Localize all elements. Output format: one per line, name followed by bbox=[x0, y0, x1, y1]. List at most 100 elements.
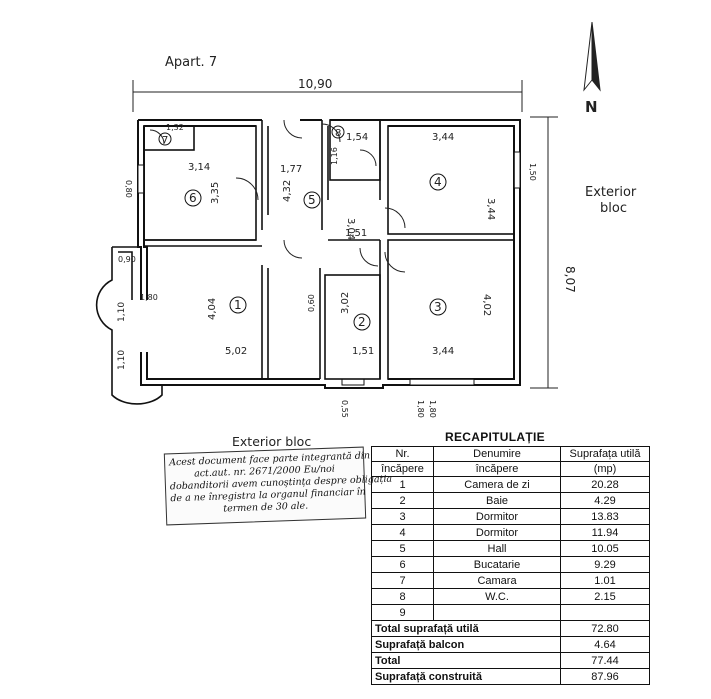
table-header-row: Nr. Denumire Suprafața utilă bbox=[371, 446, 650, 462]
interior-walls bbox=[143, 119, 515, 380]
dim-window-e: 1,80 bbox=[416, 400, 425, 418]
room-8-number: 8 bbox=[335, 128, 341, 139]
header-nr-2: încăpere bbox=[371, 461, 434, 477]
cell-nr: 4 bbox=[371, 524, 434, 541]
total-value: 87.96 bbox=[560, 668, 650, 685]
room-5-number: 5 bbox=[308, 193, 316, 207]
door-swings bbox=[149, 119, 406, 273]
room-4-number: 4 bbox=[434, 175, 442, 189]
dim-hall-height-2: 3,04 bbox=[345, 218, 356, 240]
total-width: 10,90 bbox=[298, 77, 332, 91]
header-area-2: (mp) bbox=[560, 461, 650, 477]
cell-nr: 6 bbox=[371, 556, 434, 573]
dim-r3-height: 4,02 bbox=[481, 294, 492, 316]
dim-window-b: 1,50 bbox=[528, 163, 537, 181]
exterior-right-label-1: Exterior bbox=[585, 185, 637, 200]
cell-nr: 2 bbox=[371, 492, 434, 509]
top-dimension bbox=[132, 80, 523, 112]
recap-table: Nr. Denumire Suprafața utilă încăpere în… bbox=[371, 446, 650, 685]
exterior-bottom-label: Exterior bloc bbox=[232, 434, 312, 449]
total-label: Total suprafață utilă bbox=[371, 620, 561, 637]
cell-nr: 7 bbox=[371, 572, 434, 589]
dim-balcony-a: 1,10 bbox=[117, 350, 127, 370]
total-value: 77.44 bbox=[560, 652, 650, 669]
header-nr: Nr. bbox=[371, 446, 434, 462]
apartment-label: Apart. 7 bbox=[165, 55, 217, 70]
room-6-number: 6 bbox=[189, 191, 197, 205]
cell-name: W.C. bbox=[433, 588, 561, 605]
total-label: Suprafață construită bbox=[371, 668, 561, 685]
north-arrow-icon bbox=[583, 21, 601, 92]
cell-area bbox=[560, 604, 650, 621]
cell-name bbox=[433, 604, 561, 621]
cell-area: 20.28 bbox=[560, 476, 650, 493]
cell-nr: 8 bbox=[371, 588, 434, 605]
dim-hall-width-2: 1,51 bbox=[345, 228, 367, 239]
cell-name: Camera de zi bbox=[433, 476, 561, 493]
header-area: Suprafața utilă bbox=[560, 446, 650, 462]
cell-area: 10.05 bbox=[560, 540, 650, 557]
dim-r3-width: 3,44 bbox=[432, 346, 454, 357]
cell-area: 4.29 bbox=[560, 492, 650, 509]
dim-hall-width: 1,77 bbox=[280, 164, 302, 175]
total-value: 72.80 bbox=[560, 620, 650, 637]
cell-nr: 3 bbox=[371, 508, 434, 525]
cell-name: Hall bbox=[433, 540, 561, 557]
dim-r4-width: 3,44 bbox=[432, 132, 454, 143]
cell-nr: 5 bbox=[371, 540, 434, 557]
outer-walls bbox=[137, 119, 521, 389]
dim-window-f: 1,80 bbox=[428, 400, 437, 418]
table-header-row: încăpere încăpere (mp) bbox=[371, 461, 650, 477]
room-7-number: 7 bbox=[162, 135, 168, 146]
table-row: 9 bbox=[371, 604, 650, 621]
total-label: Suprafață balcon bbox=[371, 636, 561, 653]
notary-stamp: Acest document face parte integrantă din… bbox=[163, 446, 392, 526]
dim-r2-width: 1,51 bbox=[352, 346, 374, 357]
room-3-number: 3 bbox=[434, 300, 442, 314]
dim-r1-width: 5,02 bbox=[225, 346, 247, 357]
dim-balcony-c: 1,80 bbox=[140, 293, 158, 302]
right-dimension bbox=[530, 116, 558, 389]
floor-plan: Apart. 7 10,90 8,07 N Exterior bloc bbox=[95, 21, 637, 418]
total-value: 4.64 bbox=[560, 636, 650, 653]
dim-hall-height: 4,32 bbox=[282, 180, 293, 202]
cell-area: 2.15 bbox=[560, 588, 650, 605]
north-label: N bbox=[585, 98, 598, 116]
balcony bbox=[95, 246, 163, 405]
dim-r8-width: 1,54 bbox=[346, 132, 368, 143]
room-1-number: 1 bbox=[234, 298, 242, 312]
dim-r7-width: 1,32 bbox=[166, 123, 184, 132]
recap-title: RECAPITULAȚIE bbox=[445, 430, 545, 444]
cell-area: 11.94 bbox=[560, 524, 650, 541]
cell-nr: 9 bbox=[371, 604, 434, 621]
cell-area: 13.83 bbox=[560, 508, 650, 525]
room-2-number: 2 bbox=[358, 315, 366, 329]
cell-name: Bucatarie bbox=[433, 556, 561, 573]
exterior-right-label-2: bloc bbox=[600, 201, 627, 216]
dim-window-d: 0,55 bbox=[340, 400, 349, 418]
header-name-2: încăpere bbox=[433, 461, 561, 477]
cell-name: Baie bbox=[433, 492, 561, 509]
dim-r1-height: 4,04 bbox=[207, 298, 218, 320]
cell-nr: 1 bbox=[371, 476, 434, 493]
room-markers bbox=[158, 125, 447, 331]
total-label: Total bbox=[371, 652, 561, 669]
header-name: Denumire bbox=[433, 446, 561, 462]
total-height: 8,07 bbox=[563, 266, 577, 293]
dim-balcony-b: 1,10 bbox=[117, 302, 127, 322]
cell-name: Dormitor bbox=[433, 508, 561, 525]
dim-window-c: 0,60 bbox=[307, 294, 316, 312]
dim-r8-height: 1,16 bbox=[330, 147, 339, 165]
dim-r6-width: 3,14 bbox=[188, 162, 210, 173]
dim-r4-height: 3,44 bbox=[485, 198, 496, 220]
